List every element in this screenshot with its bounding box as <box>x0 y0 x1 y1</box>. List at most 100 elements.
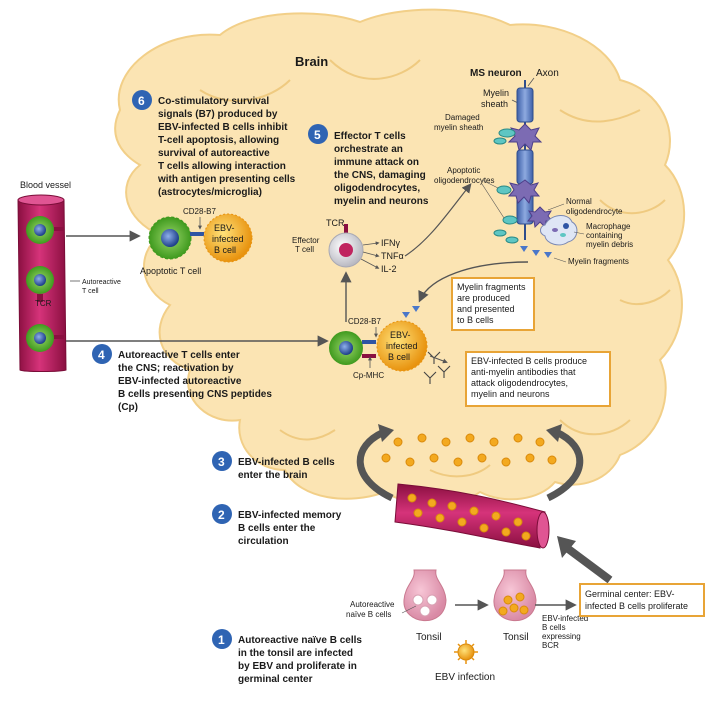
apoptotic-tcell <box>148 216 192 260</box>
autoreactive-tcell-label-2: T cell <box>82 288 99 295</box>
arrow-fragments-to-bcell <box>418 261 529 303</box>
reactivated-tcell <box>329 331 363 365</box>
cd28-receptor-top <box>190 232 204 236</box>
tonsil-right-label: Tonsil <box>503 632 529 643</box>
effector-tcell-label-2: T cell <box>295 245 314 254</box>
step-6-line-1: Co-stimulatory survival <box>158 96 269 107</box>
step-5-line-4: the CNS, damaging <box>334 170 426 181</box>
cd28-b7-top-label: CD28-B7 <box>183 207 216 216</box>
step-6-line-8: (astrocytes/microglia) <box>158 187 262 198</box>
step-1-line-1: Autoreactive naïve B cells <box>238 635 362 646</box>
cp-mhc-label: Cp-MHC <box>353 371 384 380</box>
germinal-box-line-1: Germinal center: EBV- <box>585 589 675 599</box>
tonsil-left <box>403 569 447 622</box>
step-2: 2 EBV-infected memory B cells enter the … <box>212 504 342 547</box>
ebv-bcr-label-3: expressing <box>542 632 581 641</box>
step-3-number: 3 <box>218 455 225 469</box>
step-2-number: 2 <box>218 508 225 522</box>
ebv-bcells-in-circulation <box>407 493 531 541</box>
brain-title: Brain <box>295 54 328 69</box>
normal-oligo-label-2: oligodendrocyte <box>566 207 623 216</box>
damaged-myelin <box>493 123 543 151</box>
germinal-center-box: Germinal center: EBV- infected B cells p… <box>579 583 705 617</box>
arrow-enter-brain-left <box>356 428 394 502</box>
ebv-bcell-mid-line-1: EBV- <box>390 330 411 340</box>
step-5-line-2: orchestrate an <box>334 144 403 155</box>
ebv-bcell-mid-line-3: B cell <box>388 352 410 362</box>
step-6: 6 Co-stimulatory survival signals (B7) p… <box>132 90 296 198</box>
myelin-segments <box>516 87 534 225</box>
effector-tcell-label-1: Effector <box>292 236 320 245</box>
myelin-fragments-box: Myelin fragments are produced and presen… <box>451 277 535 331</box>
macrophage-label-2: containing <box>586 231 622 240</box>
step-5: 5 Effector T cells orchestrate an immune… <box>308 124 429 207</box>
brain-folds <box>199 59 671 478</box>
apoptotic-oligo-label-1: Apoptotic <box>447 166 480 175</box>
cd28-receptor-mid <box>362 340 376 344</box>
arrow-enter-brain-right <box>546 428 584 502</box>
myelin-sheath-label-1: Myelin <box>483 88 509 98</box>
step-5-line-3: immune attack on <box>334 157 419 168</box>
myelin-box-line-1: Myelin fragments <box>457 282 526 292</box>
myelin-box-line-3: and presented <box>457 304 515 314</box>
vessel-tcell-2 <box>26 266 54 302</box>
tcr-mhc-receptor <box>362 354 376 358</box>
step-4-line-4: B cells presenting CNS peptides <box>118 389 272 400</box>
step-2-line-3: circulation <box>238 536 289 547</box>
antibody-box-line-1: EBV-infected B cells produce <box>471 356 587 366</box>
step-5-number: 5 <box>314 128 321 142</box>
ebv-bcell-top-line-2: infected <box>212 234 244 244</box>
vessel-tcell-1 <box>26 216 64 244</box>
ebv-bcells-in-brain <box>381 433 557 467</box>
antibody-box-line-3: attack oligodendrocytes, <box>471 378 568 388</box>
ebv-bcell-mid <box>376 320 428 372</box>
blood-vessel-label: Blood vessel <box>20 180 71 190</box>
cytokine-ifng: IFNγ <box>381 238 400 248</box>
damaged-myelin-label-2: myelin sheath <box>434 123 483 132</box>
step-1-line-4: germinal center <box>238 674 313 685</box>
step-6-line-3: EBV-infected B cells inhibit <box>158 122 288 133</box>
step-5-line-1: Effector T cells <box>334 131 406 142</box>
macrophage-label-3: myelin debris <box>586 240 633 249</box>
ebv-bcr-label-2: B cells <box>542 623 566 632</box>
step-5-line-6: myelin and neurons <box>334 196 429 207</box>
antibody-box-line-2: anti-myelin antibodies that <box>471 367 576 377</box>
step-4-line-1: Autoreactive T cells enter <box>118 350 240 361</box>
step-5-line-5: oligodendrocytes, <box>334 183 420 194</box>
ebv-bcell-top-line-1: EBV- <box>214 223 235 233</box>
step-6-line-5: survival of autoreactive <box>158 148 270 159</box>
germinal-box-line-2: infected B cells proliferate <box>585 601 688 611</box>
tonsil-left-label: Tonsil <box>416 632 442 643</box>
ebv-bcell-top <box>203 213 253 263</box>
ebv-bcell-mid-line-2: infected <box>386 341 418 351</box>
step-6-number: 6 <box>138 94 145 108</box>
step-1-line-3: by EBV and proliferate in <box>238 661 357 672</box>
step-6-line-7: with antigen presenting cells <box>157 174 296 185</box>
step-3-line-1: EBV-infected B cells <box>238 457 335 468</box>
ebv-bcell-top-line-3: B cell <box>214 245 236 255</box>
step-4-line-5: (Cp) <box>118 402 138 413</box>
step-2-line-2: B cells enter the <box>238 523 316 534</box>
step-4: 4 Autoreactive T cells enter the CNS; re… <box>92 344 272 413</box>
myelin-fragments-label: Myelin fragments <box>568 257 629 266</box>
tcr-effector-label: TCR <box>326 218 345 228</box>
macrophage-label-1: Macrophage <box>586 222 631 231</box>
step-6-line-4: T-cell apoptosis, allowing <box>158 135 279 146</box>
tcr-vessel-label: TCR <box>35 299 52 308</box>
normal-oligo-label-1: Normal <box>566 197 592 206</box>
step-6-line-6: T cells allowing interaction <box>158 161 286 172</box>
step-1-line-2: in the tonsil are infected <box>238 648 353 659</box>
macrophage <box>540 215 578 246</box>
neuron-title: MS neuron <box>470 68 522 79</box>
cytokine-tnfa: TNFα <box>381 251 404 261</box>
antibody-box: EBV-infected B cells produce anti-myelin… <box>465 351 611 407</box>
step-1: 1 Autoreactive naïve B cells in the tons… <box>212 629 362 685</box>
cytokine-il2: IL-2 <box>381 264 397 274</box>
step-3-line-2: enter the brain <box>238 470 307 481</box>
ebv-bcr-label-1: EBV-infected <box>542 614 588 623</box>
naive-bcell-label-2: naïve B cells <box>346 610 391 619</box>
autoreactive-tcell-label-1: Autoreactive <box>82 279 121 286</box>
antibodies <box>423 351 451 384</box>
